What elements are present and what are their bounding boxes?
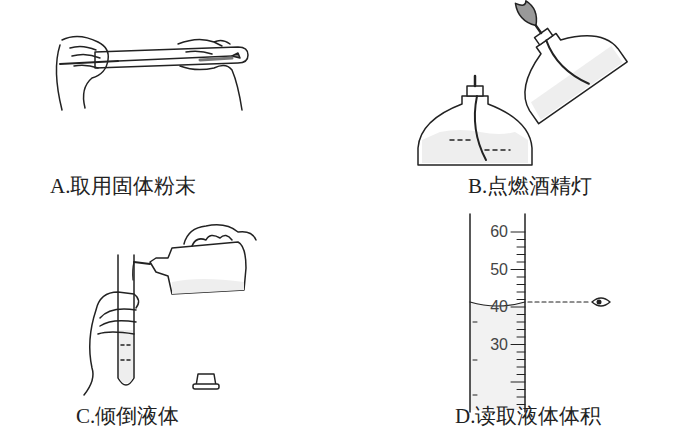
scale-tick [517, 247, 525, 248]
powder-test-tube [56, 36, 248, 110]
scale-number: 30 [490, 337, 508, 353]
scale-tick [517, 239, 525, 240]
pouring-setup [84, 225, 256, 395]
scale-number: 50 [490, 262, 508, 278]
scale-tick [517, 367, 525, 368]
upright-alcohol-lamp [418, 76, 532, 165]
scale-tick [517, 262, 525, 263]
scale-tick [517, 397, 525, 398]
scale-tick [517, 359, 525, 360]
scale-tick [511, 232, 525, 233]
scale-tick [511, 269, 525, 270]
scale-tick [517, 352, 525, 353]
scale-tick [517, 292, 525, 293]
scale-tick [517, 284, 525, 285]
tilted-alcohol-lamp [474, 0, 627, 124]
scale-tick [517, 299, 525, 300]
scale-tick [517, 329, 525, 330]
panel-caption: B.点燃酒精灯 [468, 176, 592, 197]
scale-tick [517, 322, 525, 323]
panel-caption: A.取用固体粉末 [50, 176, 196, 197]
scale-number: 40 [490, 299, 508, 315]
scale-tick [511, 307, 525, 308]
scale-tick [511, 344, 525, 345]
scale-tick [517, 389, 525, 390]
panel-caption: C.倾倒液体 [76, 406, 179, 427]
scale-tick [517, 374, 525, 375]
scale-tick [517, 254, 525, 255]
scale-number: 60 [490, 224, 508, 240]
scale-tick [517, 277, 525, 278]
graduated-cylinder [470, 214, 610, 412]
scale-tick [517, 314, 525, 315]
panel-caption: D.读取液体体积 [455, 406, 601, 427]
scale-tick [517, 337, 525, 338]
scale-tick [511, 382, 525, 383]
